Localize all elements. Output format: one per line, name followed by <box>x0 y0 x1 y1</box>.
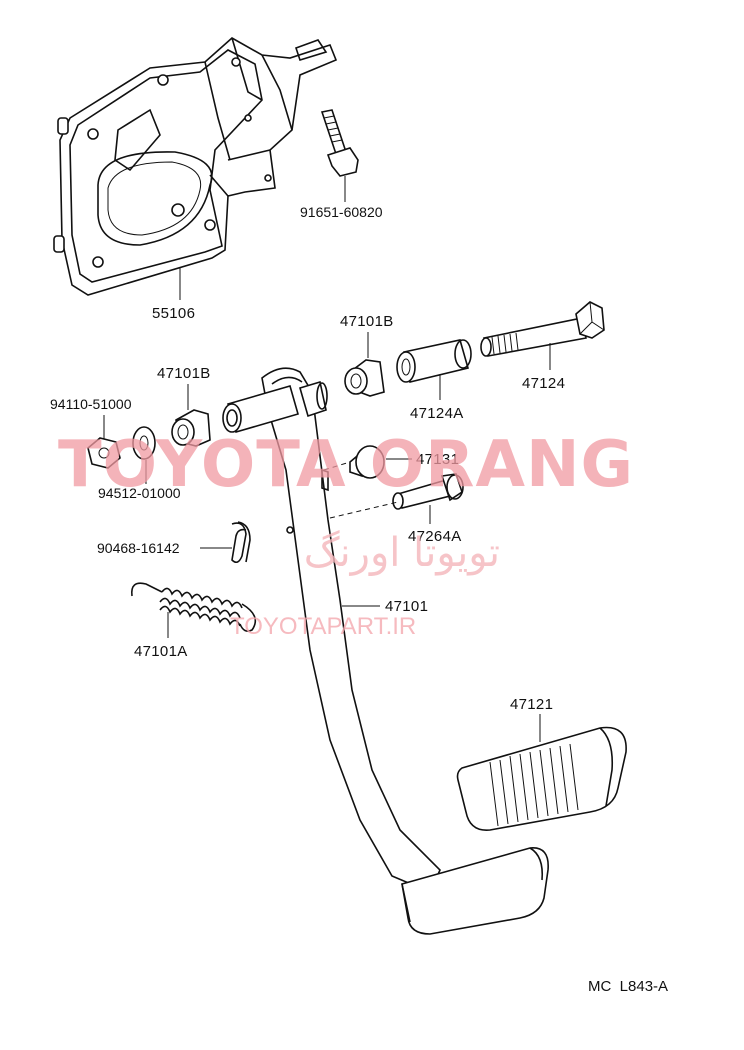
label-91651-60820: 91651-60820 <box>300 204 383 220</box>
label-90468-16142: 90468-16142 <box>97 540 180 556</box>
label-47124a: 47124A <box>410 405 464 422</box>
label-94110-51000: 94110-51000 <box>50 396 132 412</box>
pedal-bracket-55106 <box>53 37 338 296</box>
label-47121: 47121 <box>510 696 553 713</box>
pedal-pad-47121 <box>456 726 627 831</box>
stopper-47131 <box>349 445 385 479</box>
label-47101a: 47101A <box>134 643 188 660</box>
bolt-91651-60820 <box>320 109 359 177</box>
watermark-persian: تویوتا اورنگ <box>304 530 500 576</box>
clip-90468-16142 <box>231 521 251 564</box>
label-47101b-top: 47101B <box>340 313 394 330</box>
diagram-code: MC L843-A <box>588 978 668 995</box>
label-47101b-left: 47101B <box>157 365 211 382</box>
guide-line-stopper <box>323 461 351 471</box>
label-94512-01000: 94512-01000 <box>98 485 181 501</box>
washer-94512-01000 <box>132 426 156 460</box>
label-55106: 55106 <box>152 305 195 322</box>
label-47101: 47101 <box>385 598 428 615</box>
label-47124: 47124 <box>522 375 565 392</box>
bolt-47124 <box>480 301 605 357</box>
bushing-47101b-left <box>171 409 211 447</box>
pedal-arm-47101 <box>222 367 549 935</box>
collar-47124a <box>396 339 472 383</box>
pin-47264a <box>392 473 464 510</box>
nut-94110-51000 <box>87 437 121 469</box>
label-47131: 47131 <box>416 451 459 468</box>
label-47264a: 47264A <box>408 528 462 545</box>
guide-line-pin <box>329 501 399 519</box>
return-spring-47101a <box>130 582 257 632</box>
bushing-47101b-top <box>344 359 385 397</box>
watermark-brand: TOYOTA ORANG <box>58 428 634 502</box>
watermark-url: TOYOTAPART.IR <box>230 613 416 640</box>
